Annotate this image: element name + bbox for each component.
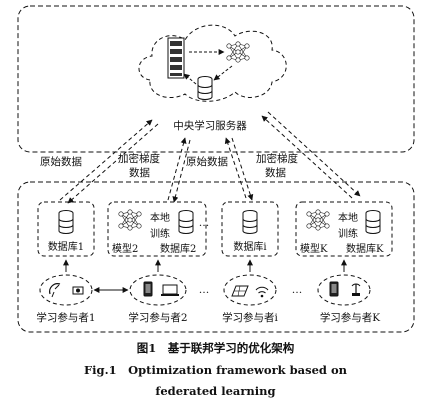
db2-label: 数据库2 [160, 242, 196, 255]
local-train-label-2a: 本地 [150, 211, 170, 224]
caption-chinese: 图1 基于联邦学习的优化架构 [136, 341, 295, 355]
neural-net-icon-2 [118, 209, 142, 231]
enc-grad-label-right-2: 数据 [265, 166, 286, 179]
database-icon-2 [178, 210, 194, 234]
database-icon-1 [58, 210, 74, 234]
enc-grad-label-left-1: 加密梯度 [118, 152, 160, 165]
server-label: 中央学习服务器 [173, 119, 247, 132]
local-train-label-ka: 本地 [338, 211, 358, 224]
download-arrow-1 [67, 123, 159, 204]
node-box-k [295, 201, 393, 257]
server-region [17, 5, 415, 153]
database-icon-i [242, 210, 258, 234]
ellipsis-1: … [199, 284, 210, 296]
solar-panel-icon [231, 285, 249, 297]
cloud-shape [138, 24, 287, 102]
server-rack-icon [167, 37, 185, 79]
device-ellipse-i [223, 274, 277, 306]
upload-arrow-1 [59, 119, 153, 201]
upload-arrow-k [261, 115, 353, 199]
camera-icon [72, 286, 84, 295]
ellipsis-3: … [199, 217, 210, 229]
dbi-label: 数据库i [233, 240, 266, 253]
participant-2-label: 学习参与者2 [128, 311, 187, 324]
participants-region [17, 181, 415, 333]
phone-icon-2 [143, 281, 153, 297]
laptop-icon [161, 284, 179, 296]
enc-grad-label-right-1: 加密梯度 [256, 152, 298, 165]
raw-data-label-left: 原始数据 [40, 155, 82, 168]
download-arrow-2 [172, 139, 191, 203]
database-icon-k [365, 210, 381, 234]
wifi-icon [255, 286, 269, 298]
caption-english-line1: Fig.1 Optimization framework based on [84, 363, 347, 377]
participant-k-label: 学习参与者K [320, 311, 380, 324]
device-ellipse-1 [39, 274, 93, 306]
enc-grad-label-left-2: 数据 [129, 166, 150, 179]
device-ellipse-k [317, 274, 371, 306]
node-box-1 [37, 201, 95, 257]
model2-label: 模型2 [112, 242, 138, 255]
participant-1-label: 学习参与者1 [36, 311, 95, 324]
antenna-icon [351, 283, 361, 296]
satellite-dish-icon [49, 283, 61, 298]
caption-english-line2: federated learning [155, 384, 276, 398]
node-box-2 [107, 201, 207, 257]
federated-learning-diagram: 中央学习服务器 原始数据 加密梯度 数据 原始数据 加密梯度 数据 数据库1 本… [17, 5, 415, 333]
server-neural-net-icon [226, 41, 250, 63]
dbk-label: 数据库K [346, 242, 384, 255]
download-arrow-i [231, 137, 254, 201]
neural-net-icon-k [306, 209, 330, 231]
server-database-icon [197, 76, 213, 100]
local-train-label-2b: 训练 [150, 227, 170, 240]
device-ellipse-2 [129, 274, 187, 306]
phone-icon-k [329, 281, 339, 297]
node-box-i [221, 201, 279, 257]
local-train-label-kb: 训练 [338, 227, 358, 240]
raw-data-label-mid: 原始数据 [186, 155, 228, 168]
db1-label: 数据库1 [48, 240, 84, 253]
upload-arrow-2 [167, 137, 187, 201]
modelk-label: 模型K [300, 242, 328, 255]
ellipsis-2: … [292, 284, 303, 296]
upload-arrow-i [224, 137, 247, 199]
participant-i-label: 学习参与者i [222, 311, 278, 324]
db-to-rack-arrow [183, 73, 197, 85]
nn-to-db-arrow [213, 65, 233, 81]
